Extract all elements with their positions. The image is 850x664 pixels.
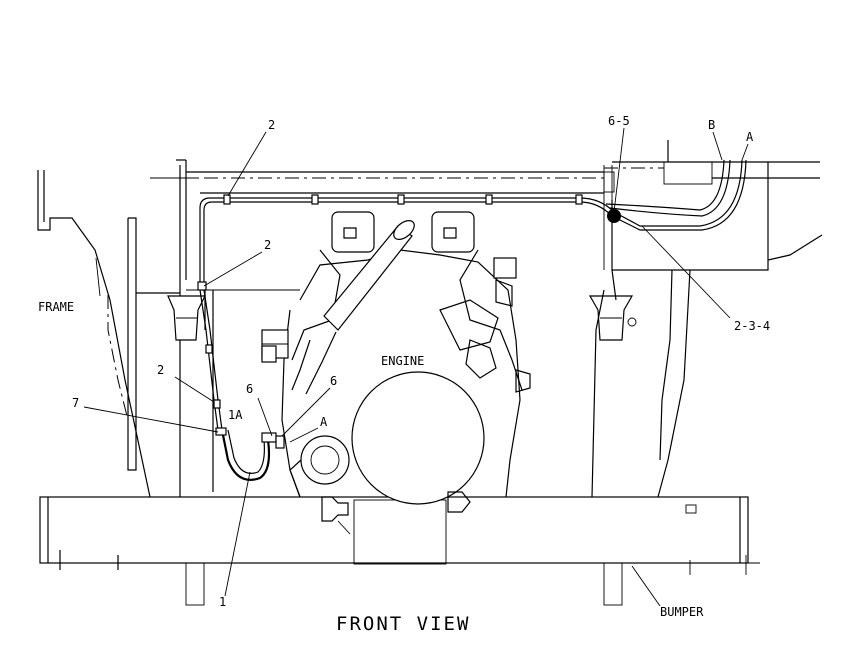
engine-body bbox=[261, 211, 531, 535]
callout-a-top: A bbox=[746, 130, 754, 144]
callout-b: B bbox=[708, 118, 715, 132]
top-frame-rails bbox=[150, 140, 823, 498]
callout-6-5: 6-5 bbox=[608, 114, 630, 128]
callout-leaders bbox=[83, 127, 749, 607]
mount-brackets bbox=[167, 269, 637, 498]
callout-a-low: A bbox=[320, 415, 328, 429]
label-front-view: FRONT VIEW bbox=[336, 613, 470, 635]
bumper-base bbox=[39, 496, 760, 606]
callout-6-left: 6 bbox=[246, 382, 253, 396]
label-frame: FRAME bbox=[38, 300, 74, 314]
callout-1a: 1A bbox=[228, 408, 243, 422]
callout-2-3-4: 2-3-4 bbox=[734, 319, 770, 333]
callout-6-right: 6 bbox=[330, 374, 337, 388]
callout-2-mid: 2 bbox=[264, 238, 271, 252]
frame-structure bbox=[37, 159, 300, 498]
callout-2-left: 2 bbox=[157, 363, 164, 377]
diagram-labels: FRAME ENGINE BUMPER FRONT VIEW 2 2 2 6-5… bbox=[38, 114, 770, 635]
callout-7: 7 bbox=[72, 396, 79, 410]
hose-routing bbox=[197, 159, 747, 481]
label-engine: ENGINE bbox=[381, 354, 424, 368]
callout-2-top: 2 bbox=[268, 118, 275, 132]
label-bumper: BUMPER bbox=[660, 605, 704, 619]
callout-1: 1 bbox=[219, 595, 226, 609]
